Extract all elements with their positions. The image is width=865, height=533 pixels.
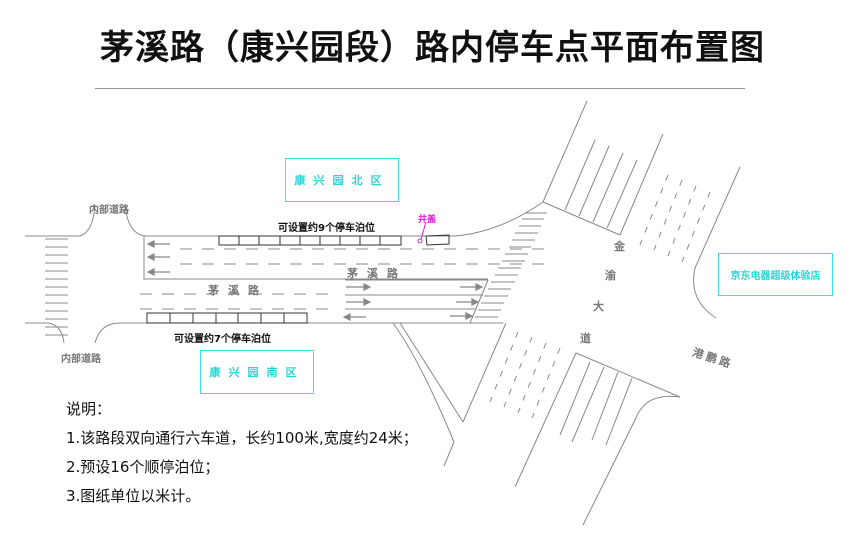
note-item: 2.预设16个顺停泊位； [66,458,220,476]
road-label-jinyu-4: 道 [580,332,591,345]
parking-north [218,234,450,246]
manhole-marker [417,221,427,244]
notes: 说明： 1.该路段双向通行六车道，长约100米,宽度约24米； 2.预设16个顺… [66,395,418,511]
road-edge-south [94,322,503,344]
road-edge-north-left [25,204,96,237]
road-edge-north [124,201,544,237]
parking-south [146,312,308,324]
parking-north-label: 可设置约9个停车泊位 [278,223,375,234]
parking-south-label: 可设置约7个停车泊位 [174,334,271,345]
note-item: 1.该路段双向通行六车道，长约100米,宽度约24米； [66,429,418,447]
manhole-label: 井盖 [418,215,437,225]
store-box: 京东电器超级体验店 [718,253,833,296]
zone-north-box: 康兴园北区 [285,158,399,202]
notes-heading: 说明： [66,400,112,418]
inner-road-label-bottom: 内部道路 [61,354,101,365]
road-edge-south-left [25,322,65,344]
zone-south-box: 康兴园南区 [200,350,314,394]
road-label-jinyu-1: 金 [614,240,625,253]
page-title: 茅溪路（康兴园段）路内停车点平面布置图 [100,28,765,68]
road-label-jinyu-3: 大 [593,300,604,313]
road-label-maoxi-north: 茅溪路 [347,267,407,280]
road-label-jinyu-2: 渝 [605,269,616,282]
crosswalk-east [475,212,547,318]
note-item: 3.图纸单位以米计。 [66,487,201,505]
title-underline [95,88,745,89]
road-label-maoxi-south: 茅溪路 [208,284,268,297]
crosswalk-left [45,238,68,336]
inner-road-label-top: 内部道路 [89,205,129,216]
